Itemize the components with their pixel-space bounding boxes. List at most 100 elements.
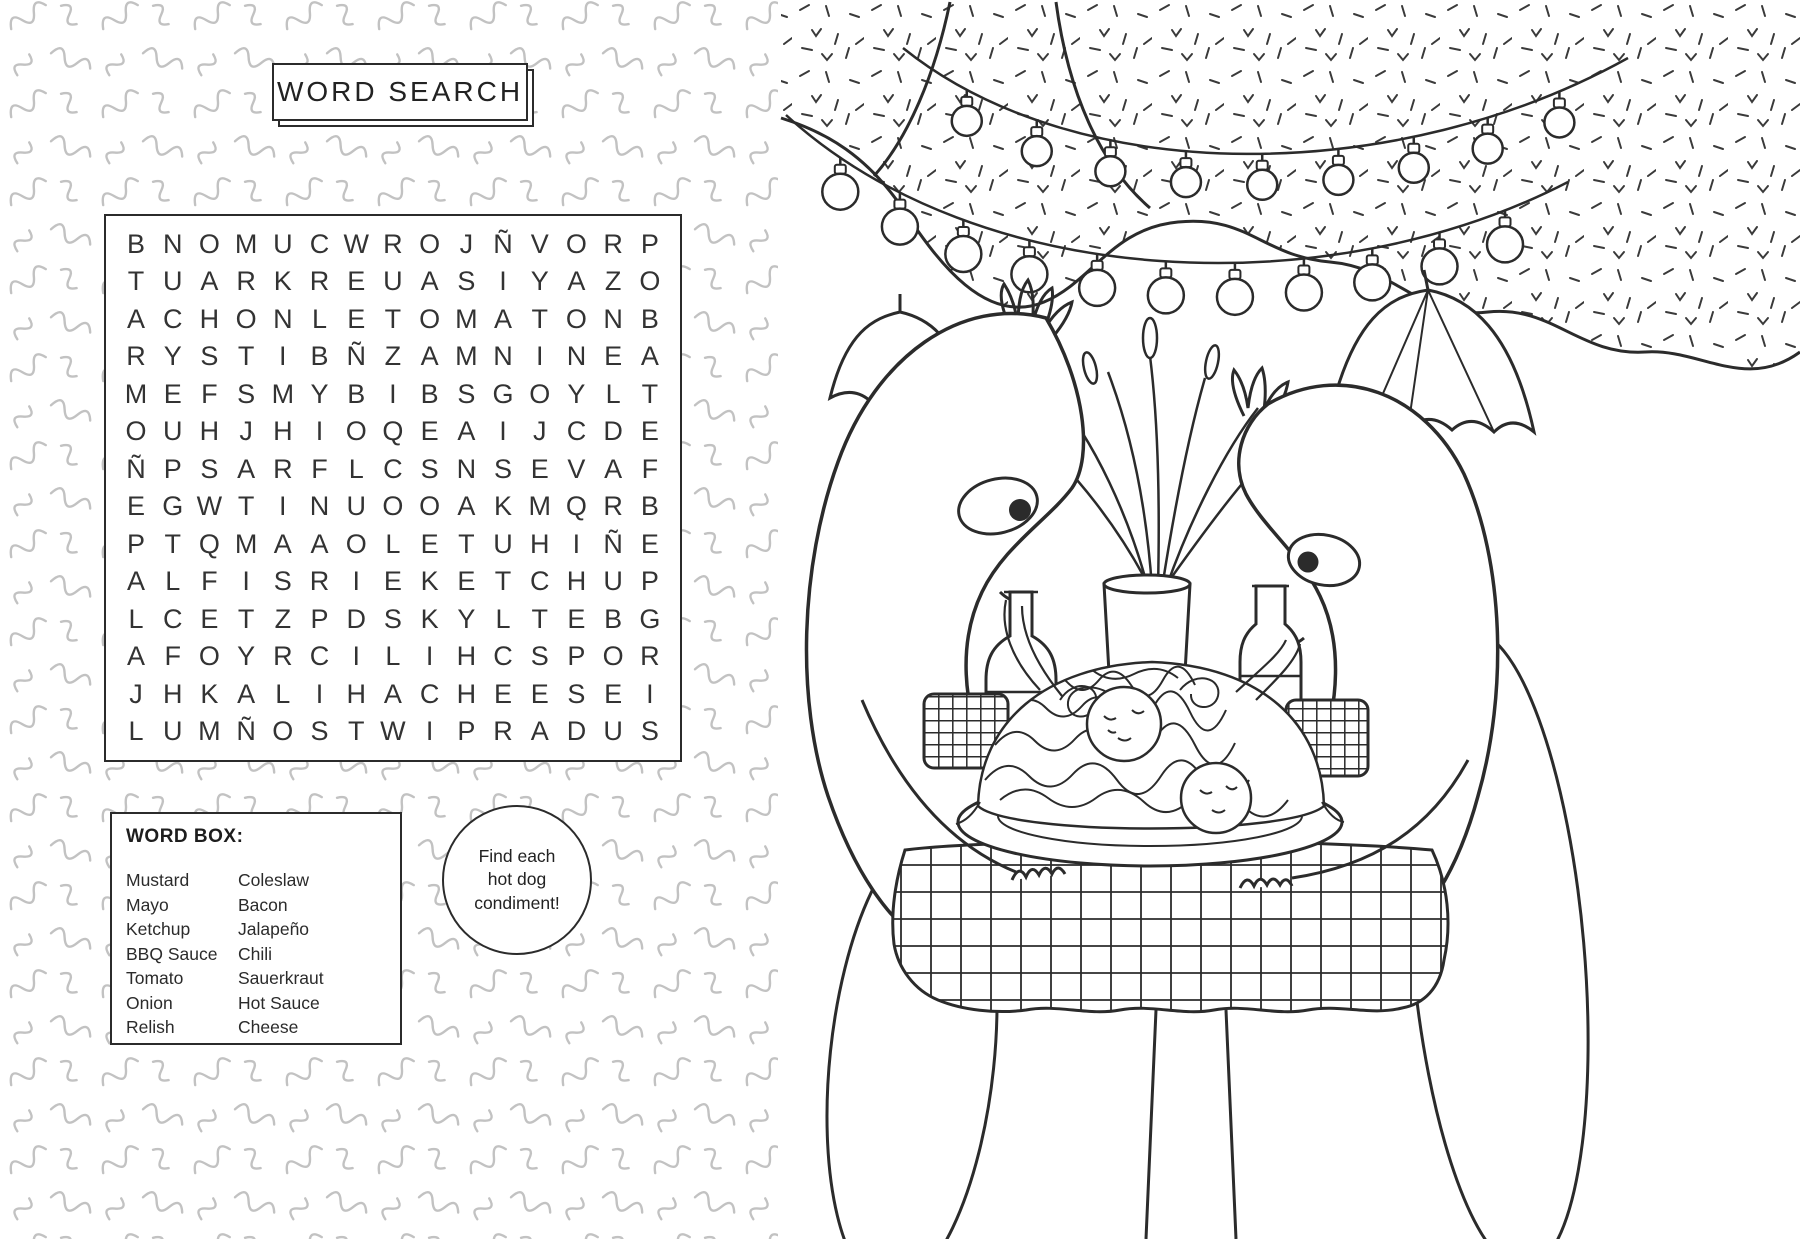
word-search-letter: G [639,603,661,634]
word-search-letter: K [420,566,439,597]
word-search-letter: W [380,716,406,747]
word-search-letter: S [457,378,476,409]
word-search-letter: U [162,416,183,447]
word-search-letter: C [309,641,330,672]
word-search-letter: T [531,603,548,634]
word-search-letter: R [236,266,256,297]
word-search-letter: Y [310,378,329,409]
word-search-letter: T [347,716,365,747]
word-search-letter: W [196,491,223,522]
word-search-letter: P [163,453,182,484]
word-search-letter: Y [237,641,256,672]
word-search-letter: B [640,491,659,522]
word-search-letter: N [603,303,623,334]
word-search-letter: S [310,716,329,747]
word-search-letter: H [346,678,366,709]
string-lights [785,47,1629,317]
word-box-item: Sauerkraut [238,968,324,988]
word-search-letter: A [383,678,402,709]
word-search-letter: Q [565,491,587,522]
word-search-letter: N [273,303,293,334]
word-search-letter: A [420,266,439,297]
word-search-letter: I [315,416,324,447]
word-search-letter: O [419,303,441,334]
word-search-letter: U [603,716,623,747]
word-search-letter: M [124,378,148,409]
word-search-letter: O [272,716,294,747]
word-search-letter: A [640,341,659,372]
word-search-letter: O [235,303,257,334]
hot-dog-arms [860,699,1470,890]
word-search-letter: G [162,491,184,522]
word-search-letter: P [640,566,659,597]
hot-dog-right-raised-hand [1230,365,1290,417]
word-search-letter: A [420,341,439,372]
word-search-letter: E [530,453,549,484]
word-search-letter: K [273,266,292,297]
word-search-letter: O [125,416,147,447]
word-search-letter: I [315,678,324,709]
word-search-letter: R [603,228,623,259]
word-search-letter: A [457,416,476,447]
word-search-letter: H [529,528,550,559]
word-search-letter: E [347,303,366,334]
word-search-letter: O [529,378,551,409]
word-search-letter: Ñ [236,716,256,747]
word-search-letter: C [529,566,550,597]
word-search-letter: E [383,566,402,597]
word-search-letter: Y [457,603,476,634]
word-search-letter: S [237,378,256,409]
word-search-letter: T [237,491,255,522]
hot-dog-left-pupil [1009,499,1031,521]
word-search-letter: R [273,641,293,672]
word-search-letter: D [346,603,366,634]
word-search-letter: T [237,341,255,372]
word-search-letter: A [604,453,623,484]
word-search-letter: E [604,678,623,709]
word-search-letter: C [566,416,587,447]
word-search-letter: R [126,341,146,372]
word-search-letter: R [493,716,513,747]
word-search-letter: A [310,528,329,559]
word-search-letter: S [530,641,549,672]
word-search-letter: C [493,641,513,672]
word-search-letter: P [310,603,329,634]
word-search-letter: A [237,678,256,709]
hot-dog-left-hand [1010,866,1067,881]
word-search-letter: V [567,453,586,484]
hint-line: Find each [478,845,556,866]
word-search-letter: O [602,641,624,672]
word-search-letter: M [234,528,258,559]
word-search-letter: P [126,528,145,559]
word-search-letter: A [273,528,292,559]
word-search-letter: I [389,378,397,409]
word-search-letter: P [567,641,586,672]
word-search-letter: S [383,603,402,634]
word-search-letter: J [459,228,474,259]
word-box-item: Coleslaw [238,870,309,890]
word-search-letter: L [312,303,328,334]
word-search-letter: M [271,378,295,409]
word-search-letter: I [499,266,507,297]
word-search-letter: C [309,228,330,259]
word-search-letter: U [493,528,513,559]
word-search-letter: L [385,641,401,672]
word-search-letter: E [604,341,623,372]
word-search-letter: E [420,528,439,559]
word-search-letter: B [640,303,659,334]
word-search-letter: F [164,641,181,672]
word-search-letter: Z [384,341,402,372]
word-search-letter: L [385,528,401,559]
word-box-item: Onion [126,992,173,1013]
word-search-letter: T [458,528,475,559]
word-search-letter: Z [604,266,622,297]
word-search-letter: I [425,641,434,672]
word-search-letter: A [126,303,145,334]
hot-dog-right-hand [1238,877,1294,890]
